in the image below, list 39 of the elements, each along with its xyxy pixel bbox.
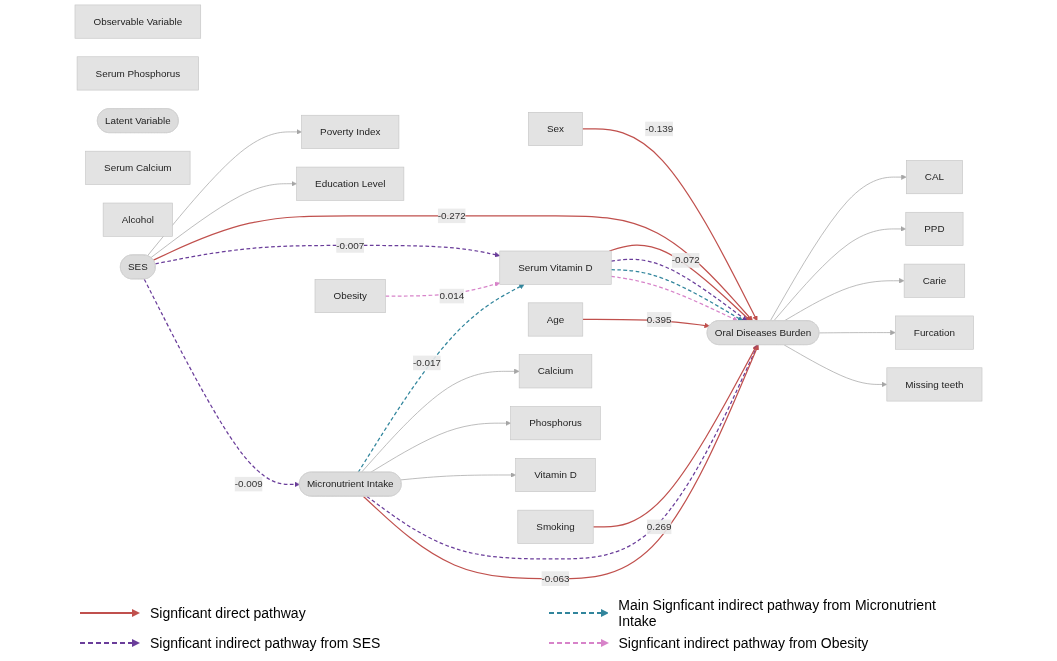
legend-text: Signficant indirect pathway from Obesity <box>618 635 869 651</box>
node-box: Education Level <box>296 166 405 201</box>
node-box: Serum Calcium <box>85 150 191 185</box>
node-box: Age <box>527 302 584 337</box>
legend-text: Main Signficant indirect pathway from Micronutrient Intake <box>618 597 937 629</box>
node-box: Alcohol <box>102 202 173 237</box>
node-box: Sex <box>528 112 583 146</box>
edge-label: 0.269 <box>646 521 672 532</box>
node-box: Carie <box>903 263 966 298</box>
node-box: Furcation <box>895 315 974 350</box>
edge-label: -0.072 <box>671 254 700 266</box>
node-box: Obesity <box>314 279 386 313</box>
node-box: Serum Phosphorus <box>76 56 199 91</box>
node-box: Observable Variable <box>74 4 202 39</box>
node-box: Vitamin D <box>515 458 596 492</box>
node-box: Poverty Index <box>301 114 400 149</box>
node-box: Serum Vitamin D <box>499 250 612 285</box>
legend-text: Signficant indirect pathway from SES <box>150 635 381 651</box>
node-box: CAL <box>906 160 963 195</box>
edge-label: 0.014 <box>439 290 465 301</box>
arrow <box>610 258 748 322</box>
edge-label: -0.272 <box>437 210 466 221</box>
edge-label: -0.139 <box>645 123 674 134</box>
legend-text: Signficant direct pathway <box>150 605 306 621</box>
edge-label: -0.063 <box>541 573 570 584</box>
node-box: Phosphorus <box>510 406 601 441</box>
edge-label: 0.395 <box>646 313 672 325</box>
node-box: Missing teeth <box>886 367 983 402</box>
arrow <box>581 128 758 322</box>
arrow <box>384 281 500 297</box>
node-box: Smoking <box>517 509 594 544</box>
edge-label: -0.009 <box>234 478 263 490</box>
arrow <box>154 244 500 265</box>
arrow <box>152 215 753 322</box>
node-box: PPD <box>905 211 964 246</box>
edge-label: -0.007 <box>336 239 365 251</box>
arrow <box>143 278 300 488</box>
edge-label: -0.017 <box>412 357 441 368</box>
node-box: Calcium <box>518 354 593 389</box>
